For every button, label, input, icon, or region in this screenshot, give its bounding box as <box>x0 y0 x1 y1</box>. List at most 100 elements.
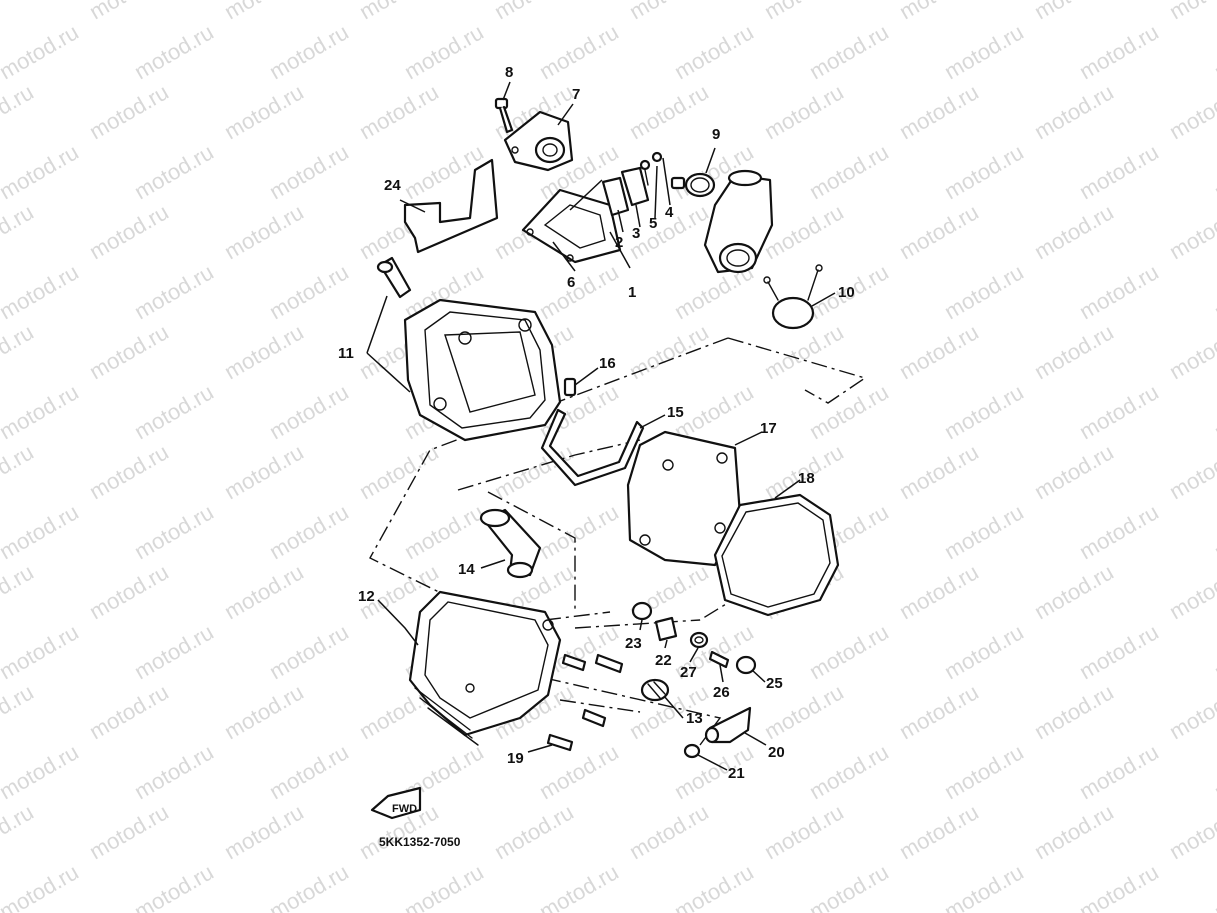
watermark-text: motod.ru <box>0 319 38 384</box>
part-21-cap <box>683 743 701 759</box>
watermark-text: motod.ru <box>85 319 173 384</box>
watermark-text: motod.ru <box>805 19 893 84</box>
watermark-text: motod.ru <box>400 499 488 564</box>
diagram-code: 5KK1352-7050 <box>379 835 461 849</box>
watermark-text: motod.ru <box>1030 79 1118 144</box>
watermark-text: motod.ru <box>130 379 218 444</box>
part-6-reed-valve <box>521 188 622 264</box>
watermark-text: motod.ru <box>1210 139 1217 204</box>
watermark-text: motod.ru <box>1165 799 1217 864</box>
watermark-text: motod.ru <box>1075 139 1163 204</box>
watermark-text: motod.ru <box>805 139 893 204</box>
part-19-screws <box>546 653 624 752</box>
watermark-text: motod.ru <box>130 259 218 324</box>
watermark-text: motod.ru <box>895 199 983 264</box>
leader-lines <box>366 81 836 771</box>
callout-9: 9 <box>712 126 720 143</box>
part-20-drain <box>704 706 752 744</box>
callout-24: 24 <box>384 177 401 194</box>
watermark-text: motod.ru <box>265 379 353 444</box>
watermark-text: motod.ru <box>355 439 443 504</box>
watermark-text: motod.ru <box>85 439 173 504</box>
watermark-text: motod.ru <box>1030 0 1118 24</box>
callout-19: 19 <box>507 750 524 767</box>
watermark-text: motod.ru <box>760 79 848 144</box>
callout-5: 5 <box>649 215 657 232</box>
watermark-text: motod.ru <box>1075 379 1163 444</box>
watermark-text: motod.ru <box>535 739 623 804</box>
callout-20: 20 <box>768 744 785 761</box>
small-fasteners <box>631 601 757 675</box>
watermark-text: motod.ru <box>940 619 1028 684</box>
watermark-text: motod.ru <box>1030 319 1118 384</box>
watermark-text: motod.ru <box>1030 799 1118 864</box>
watermark-text: motod.ru <box>1075 19 1163 84</box>
watermark-text: motod.ru <box>760 319 848 384</box>
watermark-text: motod.ru <box>940 139 1028 204</box>
part-15-pipe <box>540 408 645 487</box>
watermark-text: motod.ru <box>760 199 848 264</box>
watermark-text: motod.ru <box>1165 319 1217 384</box>
watermark-text: motod.ru <box>220 0 308 24</box>
watermark-text: motod.ru <box>265 19 353 84</box>
part-7-joint <box>503 110 574 172</box>
callout-27: 27 <box>680 664 697 681</box>
watermark-text: motod.ru <box>0 679 38 744</box>
watermark-text: motod.ru <box>220 799 308 864</box>
callout-2: 2 <box>615 234 623 251</box>
watermark-text: motod.ru <box>0 439 38 504</box>
watermark-text: motod.ru <box>265 259 353 324</box>
watermark-text: motod.ru <box>625 799 713 864</box>
watermark-text: motod.ru <box>1030 199 1118 264</box>
watermark-text: motod.ru <box>1210 259 1217 324</box>
callout-3: 3 <box>632 225 640 242</box>
watermark-text: motod.ru <box>0 739 83 804</box>
callout-11: 11 <box>338 345 354 362</box>
watermark-text: motod.ru <box>895 319 983 384</box>
watermark-text: motod.ru <box>535 859 623 913</box>
watermark-text: motod.ru <box>1210 379 1217 444</box>
watermark-text: motod.ru <box>1210 499 1217 564</box>
fwd-arrow-icon: FWD <box>370 786 422 820</box>
part-18-seal <box>713 493 840 617</box>
callout-14: 14 <box>458 561 475 578</box>
part-16-collar <box>563 377 577 397</box>
watermark-text: motod.ru <box>535 259 623 324</box>
watermark-text: motod.ru <box>625 79 713 144</box>
callout-4: 4 <box>665 204 674 221</box>
part-11-case-cover <box>376 256 562 442</box>
part-24-bracket-plate <box>403 158 499 254</box>
watermark-text: motod.ru <box>85 559 173 624</box>
watermark-text: motod.ru <box>265 139 353 204</box>
watermark-text: motod.ru <box>85 799 173 864</box>
watermark-text: motod.ru <box>0 859 83 913</box>
callout-6: 6 <box>567 274 575 291</box>
watermark-text: motod.ru <box>265 739 353 804</box>
watermark-text: motod.ru <box>220 679 308 744</box>
watermark-text: motod.ru <box>0 379 83 444</box>
watermark-text: motod.ru <box>220 439 308 504</box>
watermark-text: motod.ru <box>0 199 38 264</box>
watermark-text: motod.ru <box>1030 439 1118 504</box>
watermark-text: motod.ru <box>1165 439 1217 504</box>
watermark-text: motod.ru <box>760 799 848 864</box>
callout-13: 13 <box>686 710 703 727</box>
watermark-text: motod.ru <box>265 499 353 564</box>
watermark-text: motod.ru <box>1165 199 1217 264</box>
watermark-text: motod.ru <box>940 259 1028 324</box>
watermark-text: motod.ru <box>1165 559 1217 624</box>
watermark-text: motod.ru <box>670 859 758 913</box>
watermark-text: motod.ru <box>0 19 83 84</box>
watermark-text: motod.ru <box>130 739 218 804</box>
watermark-text: motod.ru <box>0 619 83 684</box>
watermark-text: motod.ru <box>1030 559 1118 624</box>
fwd-label: FWD <box>392 803 417 815</box>
watermark-text: motod.ru <box>220 79 308 144</box>
watermark-text: motod.ru <box>940 739 1028 804</box>
watermark-text: motod.ru <box>85 679 173 744</box>
part-9-clamp <box>670 172 716 198</box>
watermark-text: motod.ru <box>895 79 983 144</box>
callout-23: 23 <box>625 635 642 652</box>
callout-17: 17 <box>760 420 777 437</box>
